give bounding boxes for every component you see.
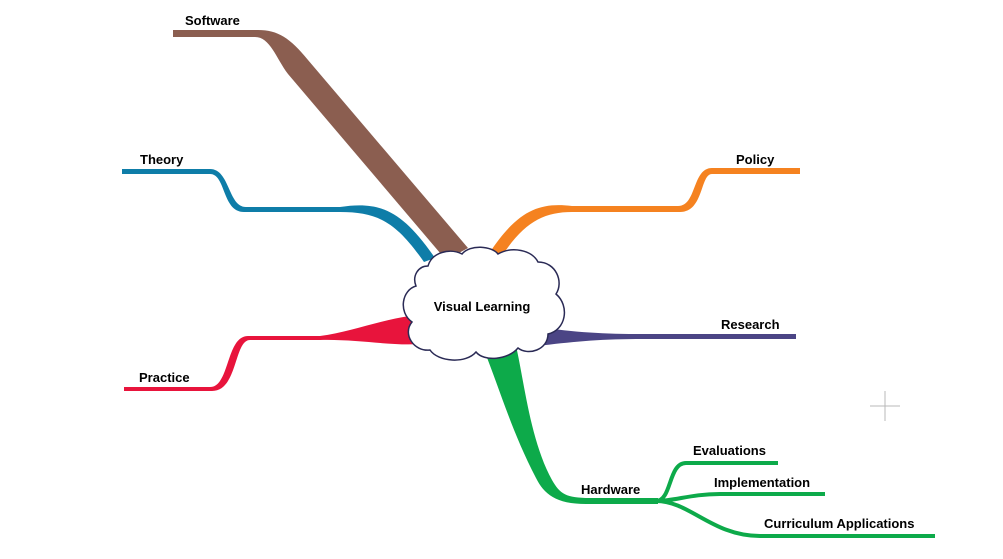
hardware-implementation-line [655, 492, 825, 503]
branch-theory-ribbon [122, 169, 435, 262]
branch-software-label: Software [185, 13, 240, 28]
branch-practice-label: Practice [139, 370, 190, 385]
hardware-evaluations-label: Evaluations [693, 443, 766, 458]
branch-theory-label: Theory [140, 152, 184, 167]
hardware-implementation-label: Implementation [714, 475, 810, 490]
hardware-curriculum-label: Curriculum Applications [764, 516, 914, 531]
branch-policy[interactable]: Policy [490, 152, 800, 256]
branch-research[interactable]: Research [532, 317, 796, 346]
branch-hardware[interactable]: Hardware Evaluations Implementation Curr… [484, 346, 935, 538]
branch-software[interactable]: Software [173, 13, 468, 260]
branch-hardware-ribbon [484, 346, 658, 504]
branch-policy-ribbon [490, 168, 800, 256]
branch-software-ribbon [173, 30, 468, 260]
branch-hardware-label: Hardware [581, 482, 640, 497]
central-topic-label: Visual Learning [434, 299, 531, 314]
branch-practice-ribbon [124, 316, 420, 391]
branch-research-ribbon [532, 326, 796, 346]
central-topic[interactable]: Visual Learning [402, 246, 566, 361]
branch-practice[interactable]: Practice [124, 316, 420, 391]
hardware-curriculum-line [655, 499, 935, 538]
central-cloud-shape [402, 246, 566, 361]
crosshair-cursor-icon [870, 391, 900, 421]
branch-theory[interactable]: Theory [122, 152, 435, 262]
branch-policy-label: Policy [736, 152, 775, 167]
branch-research-label: Research [721, 317, 780, 332]
